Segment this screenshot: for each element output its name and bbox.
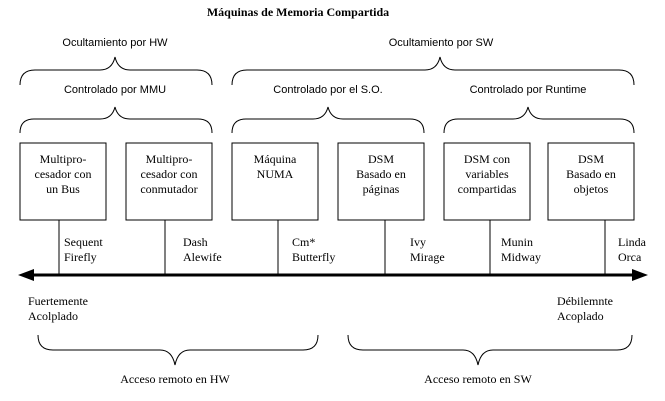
example-label: Dash [183, 235, 208, 249]
coupling-axis-arrow [18, 269, 648, 281]
box-line: un Bus [46, 182, 80, 196]
box-line: Máquina [254, 152, 297, 166]
machine-box-numa: Máquina NUMA [231, 142, 319, 221]
subgroup-label-mmu: Controlado por MMU [64, 84, 166, 96]
axis-right-label: Débilemnte [557, 294, 613, 308]
bottom-label-sw: Acceso remoto en SW [424, 372, 532, 386]
group-label-sw: Ocultamiento por SW [389, 37, 494, 49]
example-label: Orca [618, 250, 642, 264]
example-label: Sequent [64, 235, 103, 249]
box-line: conmutador [140, 182, 197, 196]
brace-remote-hw [37, 334, 319, 366]
box-line: cesador con [141, 167, 198, 181]
box-line: Multipro- [146, 152, 193, 166]
example-label: Mirage [410, 250, 445, 264]
example-label: Munin [501, 235, 533, 249]
machine-box-bus-multiprocessor: Multipro- cesador con un Bus [19, 142, 107, 221]
machine-box-page-dsm: DSM Basado en páginas [337, 142, 425, 221]
machine-box-shared-variable-dsm: DSM con variables compartidas [443, 142, 531, 221]
machine-box-object-dsm: DSM Basado en objetos [547, 142, 635, 221]
box-line: compartidas [458, 182, 517, 196]
diagram-title: Máquinas de Memoria Compartida [207, 5, 389, 19]
box-line: páginas [363, 182, 400, 196]
box-line: objetos [574, 182, 609, 196]
box-line: variables [465, 167, 509, 181]
axis-right-label: Acoplado [557, 309, 604, 323]
machine-box-switched-multiprocessor: Multipro- cesador con conmutador [125, 142, 213, 221]
brace-mmu [19, 106, 213, 134]
box-line: Multipro- [40, 152, 87, 166]
box-line: Basado en [356, 167, 406, 181]
bottom-label-hw: Acceso remoto en HW [120, 372, 230, 386]
axis-left-label: Fuertemente [28, 294, 88, 308]
brace-hw [19, 56, 213, 86]
group-label-hw: Ocultamiento por HW [62, 37, 168, 49]
subgroup-label-runtime: Controlado por Runtime [470, 84, 587, 96]
box-line: Basado en [566, 167, 616, 181]
brace-remote-sw [347, 334, 633, 366]
example-label: Butterfly [292, 250, 335, 264]
axis-left-label: Acolplado [28, 309, 78, 323]
subgroup-label-os: Controlado por el S.O. [273, 84, 382, 96]
brace-sw [231, 56, 635, 86]
tick-lines [58, 220, 606, 275]
example-label: Cm* [292, 235, 315, 249]
brace-runtime [443, 106, 635, 134]
box-line: DSM con [464, 152, 510, 166]
box-line: DSM [368, 152, 394, 166]
box-line: cesador con [35, 167, 92, 181]
example-label: Linda [618, 235, 647, 249]
brace-os [231, 106, 425, 134]
example-label: Alewife [183, 250, 222, 264]
example-label: Midway [501, 250, 541, 264]
arrowhead-left-icon [18, 269, 34, 281]
example-label: Ivy [410, 235, 426, 249]
example-label: Firefly [64, 250, 97, 264]
box-line: DSM [578, 152, 604, 166]
box-line: NUMA [257, 167, 294, 181]
arrowhead-right-icon [632, 269, 648, 281]
